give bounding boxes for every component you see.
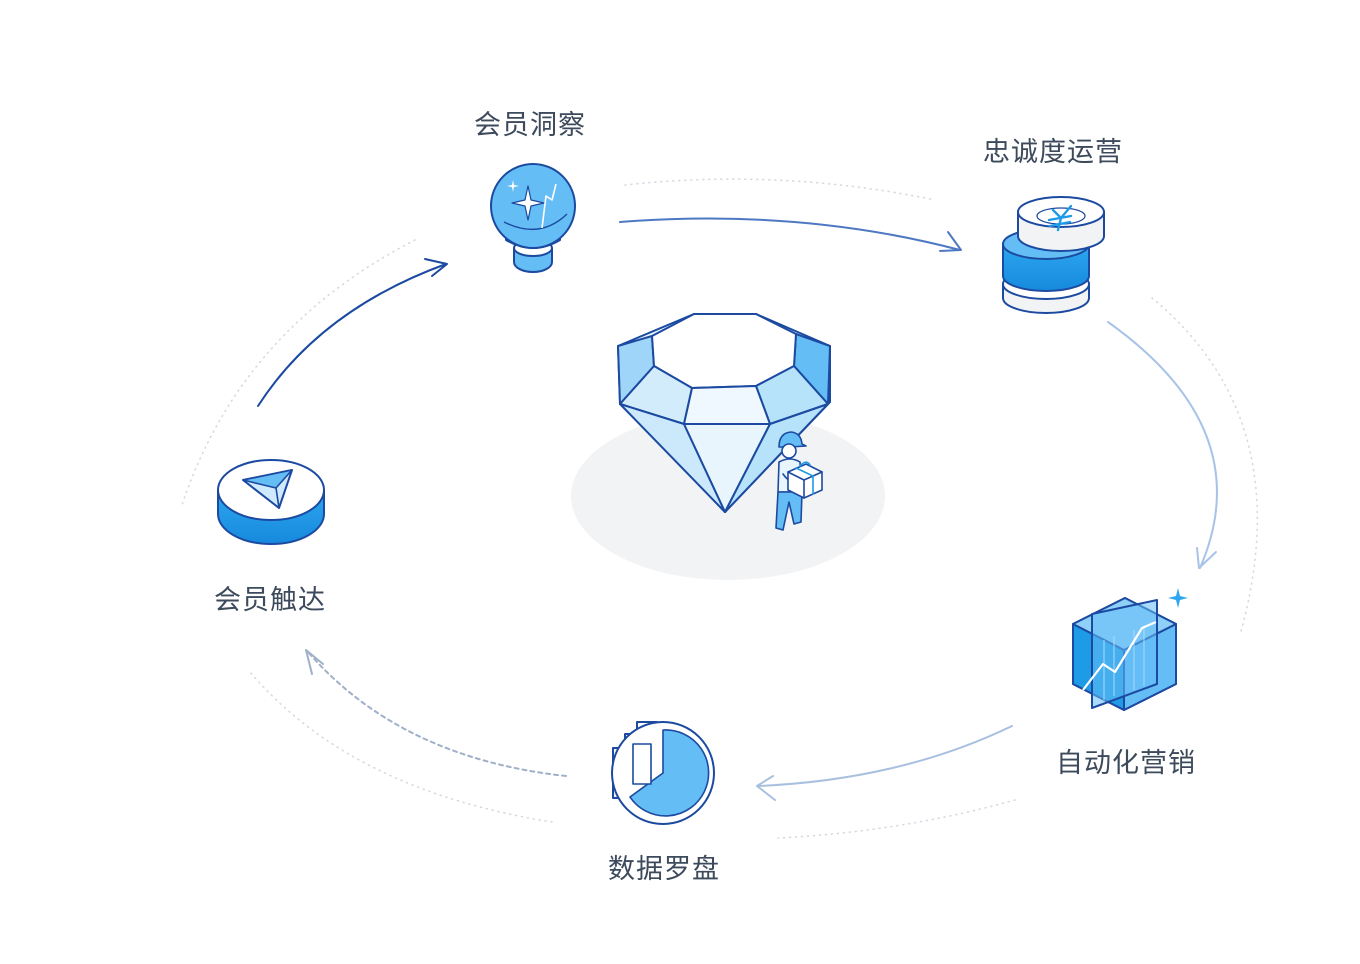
diamond-icon [617,313,831,513]
growth-cube-icon [1072,588,1188,711]
arrow-head [939,231,962,252]
arrow-reach-to-insight [257,263,447,407]
arrow-head [424,258,448,277]
label-member-reach: 会员触达 [214,585,326,616]
coin-stack-icon [1002,196,1105,314]
arrow-insight-to-loyalty [619,217,961,251]
cycle-arrows [257,217,1218,801]
arrow-data-to-reach [307,651,567,777]
delivery-person-icon [775,431,823,531]
label-loyalty-operations: 忠诚度运营 [983,137,1123,168]
arrow-head [1196,547,1217,569]
arrow-automation-to-data [757,725,1013,787]
arrow-loyalty-to-automation [1107,321,1218,569]
pie-chart-icon [611,721,715,825]
label-member-insight: 会员洞察 [474,110,586,141]
label-data-compass: 数据罗盘 [608,854,720,885]
arrow-head [756,775,776,801]
send-puck-icon [217,459,325,545]
lightbulb-icon [490,163,576,273]
arrow-head [305,649,324,675]
label-automated-marketing: 自动化营销 [1056,748,1196,779]
outer-dotted-ring [181,178,1259,839]
